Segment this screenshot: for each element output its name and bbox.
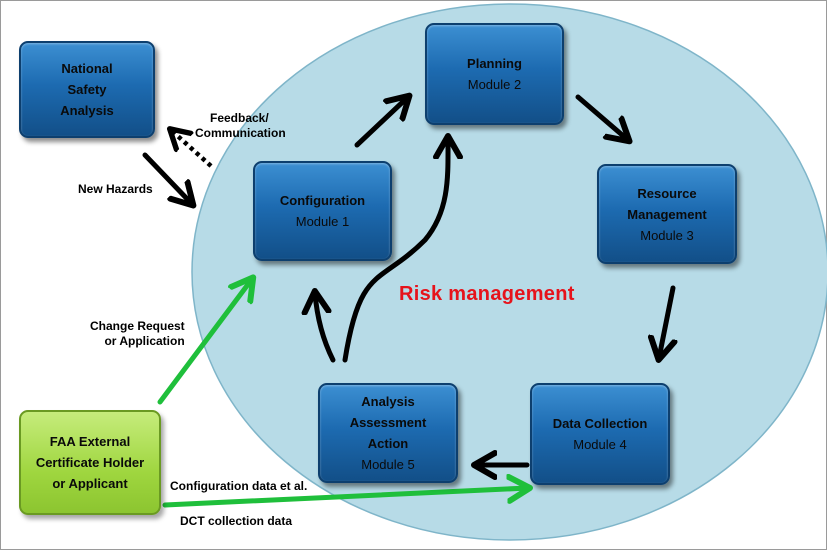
national-line-3: Analysis <box>60 103 114 118</box>
arrow-resource-to-data-collection <box>659 285 673 358</box>
arrow-planning-to-resource <box>575 94 628 140</box>
configuration-data-label: Configuration data et al. <box>170 479 308 493</box>
analysis-module: Module 5 <box>361 457 415 472</box>
analysis-title-3: Action <box>367 436 409 451</box>
change-request-label: Change Request or Application <box>90 319 185 349</box>
data-collection-module: Module 4 <box>573 437 627 452</box>
risk-management-label: Risk management <box>399 283 575 305</box>
arrow-analysis-to-configuration <box>315 293 336 363</box>
change-request-line-1: Change Request <box>90 319 185 333</box>
feedback-label-line-1: Feedback/ <box>210 111 269 125</box>
faa-line-1: FAA External <box>49 434 131 449</box>
resource-title-2: Management <box>627 206 707 222</box>
faa-line-2: Certificate Holder <box>35 455 145 470</box>
national-line-1: National <box>61 61 113 76</box>
planning-module: Module 2 <box>467 77 522 92</box>
arrow-configuration-data <box>162 488 528 508</box>
planning-box: Planning Module 2 <box>425 23 564 125</box>
resource-title-1: Resource <box>637 185 697 201</box>
data-collection-box: Data Collection Module 4 <box>530 383 670 485</box>
dct-collection-data-label: DCT collection data <box>180 514 293 528</box>
feedback-label-line-2: Communication <box>195 126 286 140</box>
arrow-new-hazards <box>142 152 192 204</box>
arrow-feedback-communication <box>171 130 213 168</box>
communication-label: Communication <box>195 126 286 141</box>
configuration-module: Module 1 <box>295 214 350 229</box>
new-hazards-label: New Hazards <box>78 182 153 196</box>
analysis-assessment-action-box: Analysis Assessment Action Module 5 <box>318 383 458 483</box>
planning-title: Planning <box>467 56 522 71</box>
national-safety-analysis-box: National Safety Analysis <box>19 41 155 138</box>
faa-external-box: FAA External Certificate Holder or Appli… <box>19 410 161 515</box>
resource-module: Module 3 <box>640 227 694 243</box>
analysis-title-2: Assessment <box>349 415 427 430</box>
faa-line-3: or Applicant <box>52 476 128 491</box>
feedback-label: Feedback/ <box>210 111 269 126</box>
change-request-line-2: or Application <box>104 334 185 348</box>
analysis-title-1: Analysis <box>361 394 415 409</box>
configuration-box: Configuration Module 1 <box>253 161 392 261</box>
national-line-2: Safety <box>67 82 107 97</box>
arrow-change-request <box>157 279 252 405</box>
data-collection-title: Data Collection <box>552 416 648 431</box>
arrow-configuration-to-planning <box>354 97 408 148</box>
configuration-title: Configuration <box>279 193 366 208</box>
arrow-analysis-to-planning <box>342 138 448 363</box>
resource-management-box: Resource Management Module 3 <box>597 164 737 264</box>
